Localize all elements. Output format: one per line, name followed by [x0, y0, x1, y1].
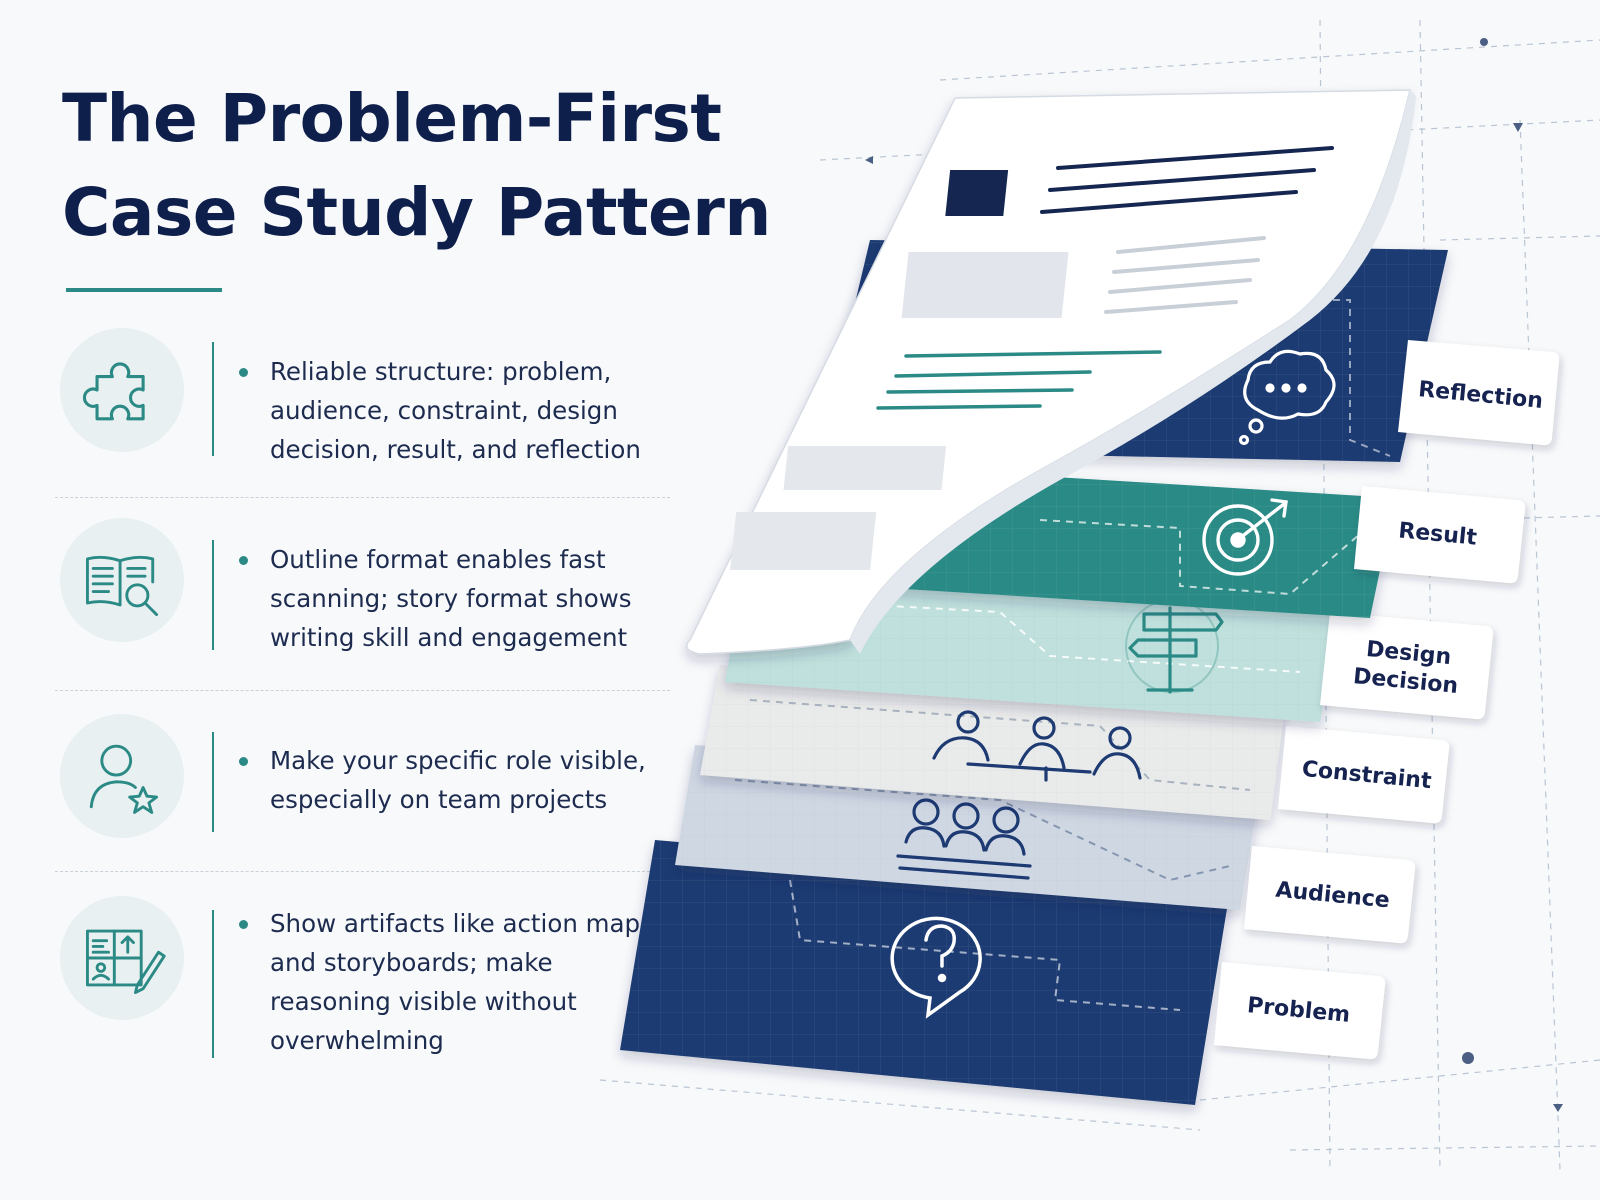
book-magnifier-icon — [86, 555, 158, 616]
bullet-dot — [239, 920, 248, 929]
group-icon — [896, 798, 1032, 880]
background-markers — [865, 38, 1563, 1112]
page-title: The Problem-First Case Study Pattern — [62, 72, 771, 260]
title-line-1: The Problem-First — [62, 80, 722, 157]
document-placeholder-blocks — [730, 446, 947, 570]
target-icon — [1202, 498, 1288, 576]
document-logo-block — [945, 170, 1009, 216]
question-bubble-icon — [890, 916, 982, 1019]
divider — [55, 690, 670, 691]
feature-accent-bar — [212, 342, 214, 456]
team-connected-icon — [932, 710, 1142, 782]
feature-text: Outline format enables fast scanning; st… — [270, 545, 632, 652]
document-image-placeholder — [901, 252, 1069, 318]
puzzle-icon-circle — [60, 328, 184, 452]
title-underline — [66, 288, 222, 292]
divider — [55, 871, 670, 872]
bullet-dot — [239, 757, 248, 766]
tab-design-decision[interactable]: Design Decision — [1320, 612, 1494, 720]
document-heading-lines — [1040, 146, 1334, 214]
person-star-icon — [89, 744, 158, 814]
feature-text: Reliable structure: problem, audience, c… — [270, 357, 641, 464]
tab-result[interactable]: Result — [1354, 486, 1526, 584]
storyboard-pencil-icon — [86, 929, 166, 994]
book-icon-circle — [60, 518, 184, 642]
feature-accent-bar — [212, 540, 214, 650]
puzzle-icon — [82, 362, 145, 421]
person-icon-circle — [60, 714, 184, 838]
document-page — [685, 89, 1416, 655]
bullet-dot — [239, 368, 248, 377]
thought-bubble-icon — [1238, 349, 1336, 446]
tab-reflection[interactable]: Reflection — [1398, 340, 1560, 446]
feature-accent-bar — [212, 732, 214, 832]
tab-audience[interactable]: Audience — [1244, 846, 1416, 944]
bullet-dot — [239, 556, 248, 565]
feature-text: Make your specific role visible, especia… — [270, 746, 646, 814]
layer-problem: Problem — [620, 840, 1386, 1105]
divider — [55, 497, 670, 498]
tab-problem[interactable]: Problem — [1214, 962, 1386, 1060]
document-teal-lines — [876, 350, 1162, 410]
document-body-lines — [1104, 236, 1266, 314]
title-line-2: Case Study Pattern — [62, 174, 771, 251]
feature-text: Show artifacts like action maps and stor… — [270, 909, 653, 1055]
storyboard-icon-circle — [60, 896, 184, 1020]
feature-accent-bar — [212, 910, 214, 1058]
layer-stack-illustration: Problem Audience — [600, 19, 1600, 1171]
tab-constraint[interactable]: Constraint — [1278, 726, 1450, 824]
